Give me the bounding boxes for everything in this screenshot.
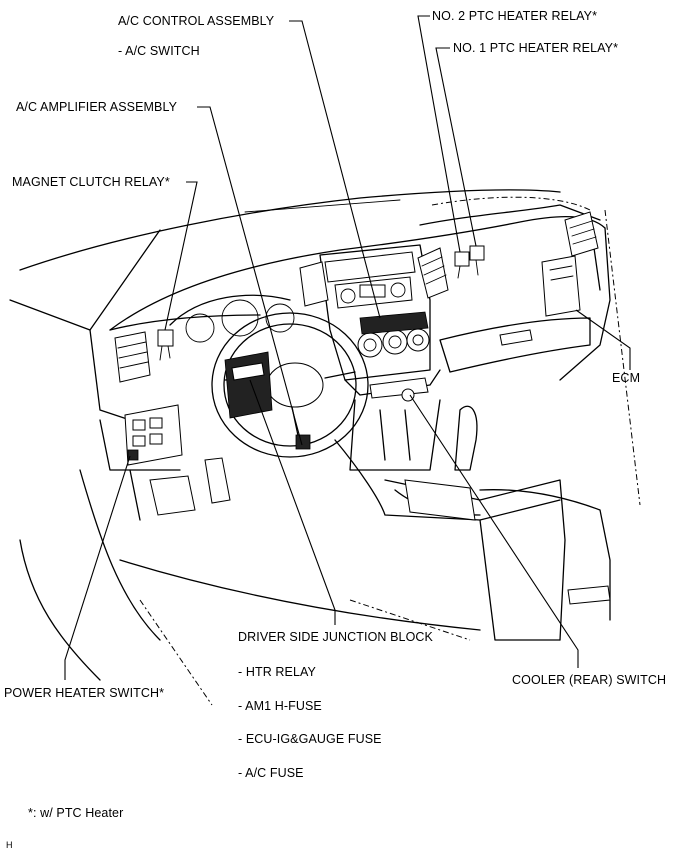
htr-relay-label: - HTR RELAY (238, 665, 316, 679)
ac-switch-label: - A/C SWITCH (118, 44, 200, 58)
ptc-heater-relay-1-label: NO. 1 PTC HEATER RELAY* (453, 41, 619, 55)
magnet-clutch-relay-label: MAGNET CLUTCH RELAY* (12, 175, 170, 189)
ac-fuse-label: - A/C FUSE (238, 766, 304, 780)
ac-amplifier-assembly-label: A/C AMPLIFIER ASSEMBLY (16, 100, 178, 114)
ecm-label: ECM (612, 371, 641, 385)
figure-code: H (6, 840, 13, 850)
driver-side-junction-block-label: DRIVER SIDE JUNCTION BLOCK (238, 630, 433, 644)
ecu-ig-gauge-fuse-label: - ECU-IG&GAUGE FUSE (238, 732, 382, 746)
ptc-heater-relay-2-label: NO. 2 PTC HEATER RELAY* (432, 9, 598, 23)
ac-control-assembly-label: A/C CONTROL ASSEMBLY (118, 14, 275, 28)
am1-h-fuse-label: - AM1 H-FUSE (238, 699, 322, 713)
leader-lines (64, 15, 641, 706)
power-heater-switch-label: POWER HEATER SWITCH* (4, 686, 165, 700)
cooler-rear-switch-label: COOLER (REAR) SWITCH (512, 673, 667, 687)
dashboard-illustration (9, 189, 611, 681)
footnote: *: w/ PTC Heater (28, 806, 124, 820)
